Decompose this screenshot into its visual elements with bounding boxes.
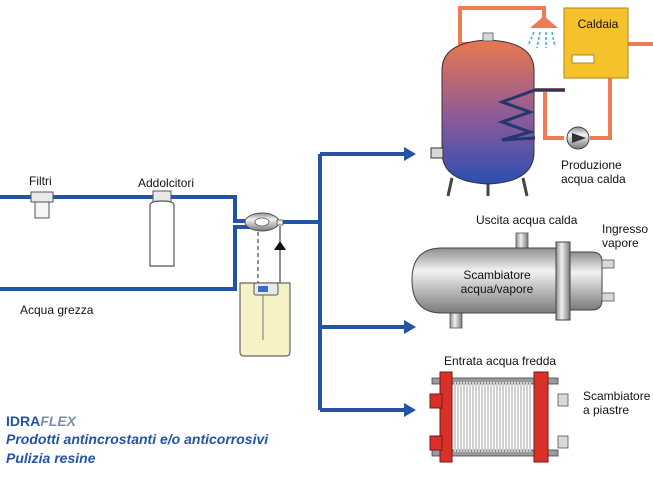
water-pipes (0, 152, 404, 412)
exchanger-plate (520, 382, 522, 452)
product-line-1: Prodotti antincrostanti e/o anticorrosiv… (6, 431, 269, 447)
exchanger-plate (469, 382, 471, 452)
steam-exchanger (411, 232, 615, 329)
flow-arrows (404, 147, 416, 417)
exchanger-plate (502, 382, 504, 452)
exchanger-plate (490, 382, 492, 452)
exchanger-plate (457, 382, 459, 452)
exchanger-plate (514, 382, 516, 452)
exchanger-plate (460, 382, 462, 452)
exchanger-plate (496, 382, 498, 452)
cold-water-inlet-label: Entrata acqua fredda (444, 354, 557, 368)
check-valve (274, 241, 286, 250)
exchanger-plate (529, 382, 531, 452)
exchanger-plate (508, 382, 510, 452)
boiler-label: Caldaia (577, 17, 619, 31)
exchanger-plate (481, 382, 483, 452)
plate-exchanger (429, 371, 569, 463)
exchanger-plate (475, 382, 477, 452)
hot-water-production-label: Produzione acqua calda (561, 158, 626, 186)
spray-head-icon (527, 16, 558, 49)
hot-water-tank (430, 32, 535, 197)
exchanger-plate (484, 382, 486, 452)
exchanger-plate (493, 382, 495, 452)
dosing-tank (239, 282, 291, 357)
exchanger-plate (526, 382, 528, 452)
boiler (563, 7, 629, 79)
raw-water-label: Acqua grezza (20, 303, 94, 317)
dosing-meter (244, 212, 284, 232)
exchanger-plate (454, 382, 456, 452)
hot-water-outlet-label: Uscita acqua calda (476, 213, 578, 227)
exchanger-plate (517, 382, 519, 452)
softener-label: Addolcitori (138, 176, 195, 190)
dosing-lines (257, 226, 281, 283)
filter-label: Filtri (29, 174, 52, 188)
circulation-pump-icon (566, 126, 590, 150)
plate-exchanger-label: Scambiatore a piastre (583, 389, 651, 417)
exchanger-plate (478, 382, 480, 452)
steam-exchanger-label: Scambiatore acqua/vapore (460, 268, 534, 296)
exchanger-plate (487, 382, 489, 452)
exchanger-plate (499, 382, 501, 452)
filter (30, 191, 54, 219)
exchanger-plate (523, 382, 525, 452)
softener (149, 190, 175, 267)
exchanger-plate (505, 382, 507, 452)
product-line-2: Pulizia resine (6, 450, 96, 466)
exchanger-plate (472, 382, 474, 452)
heating-coil (497, 88, 565, 142)
exchanger-plate (463, 382, 465, 452)
exchanger-plate (466, 382, 468, 452)
brand-name: IDRAFLEX (6, 413, 77, 429)
exchanger-plate (511, 382, 513, 452)
steam-inlet-label: Ingresso vapore (602, 222, 649, 250)
